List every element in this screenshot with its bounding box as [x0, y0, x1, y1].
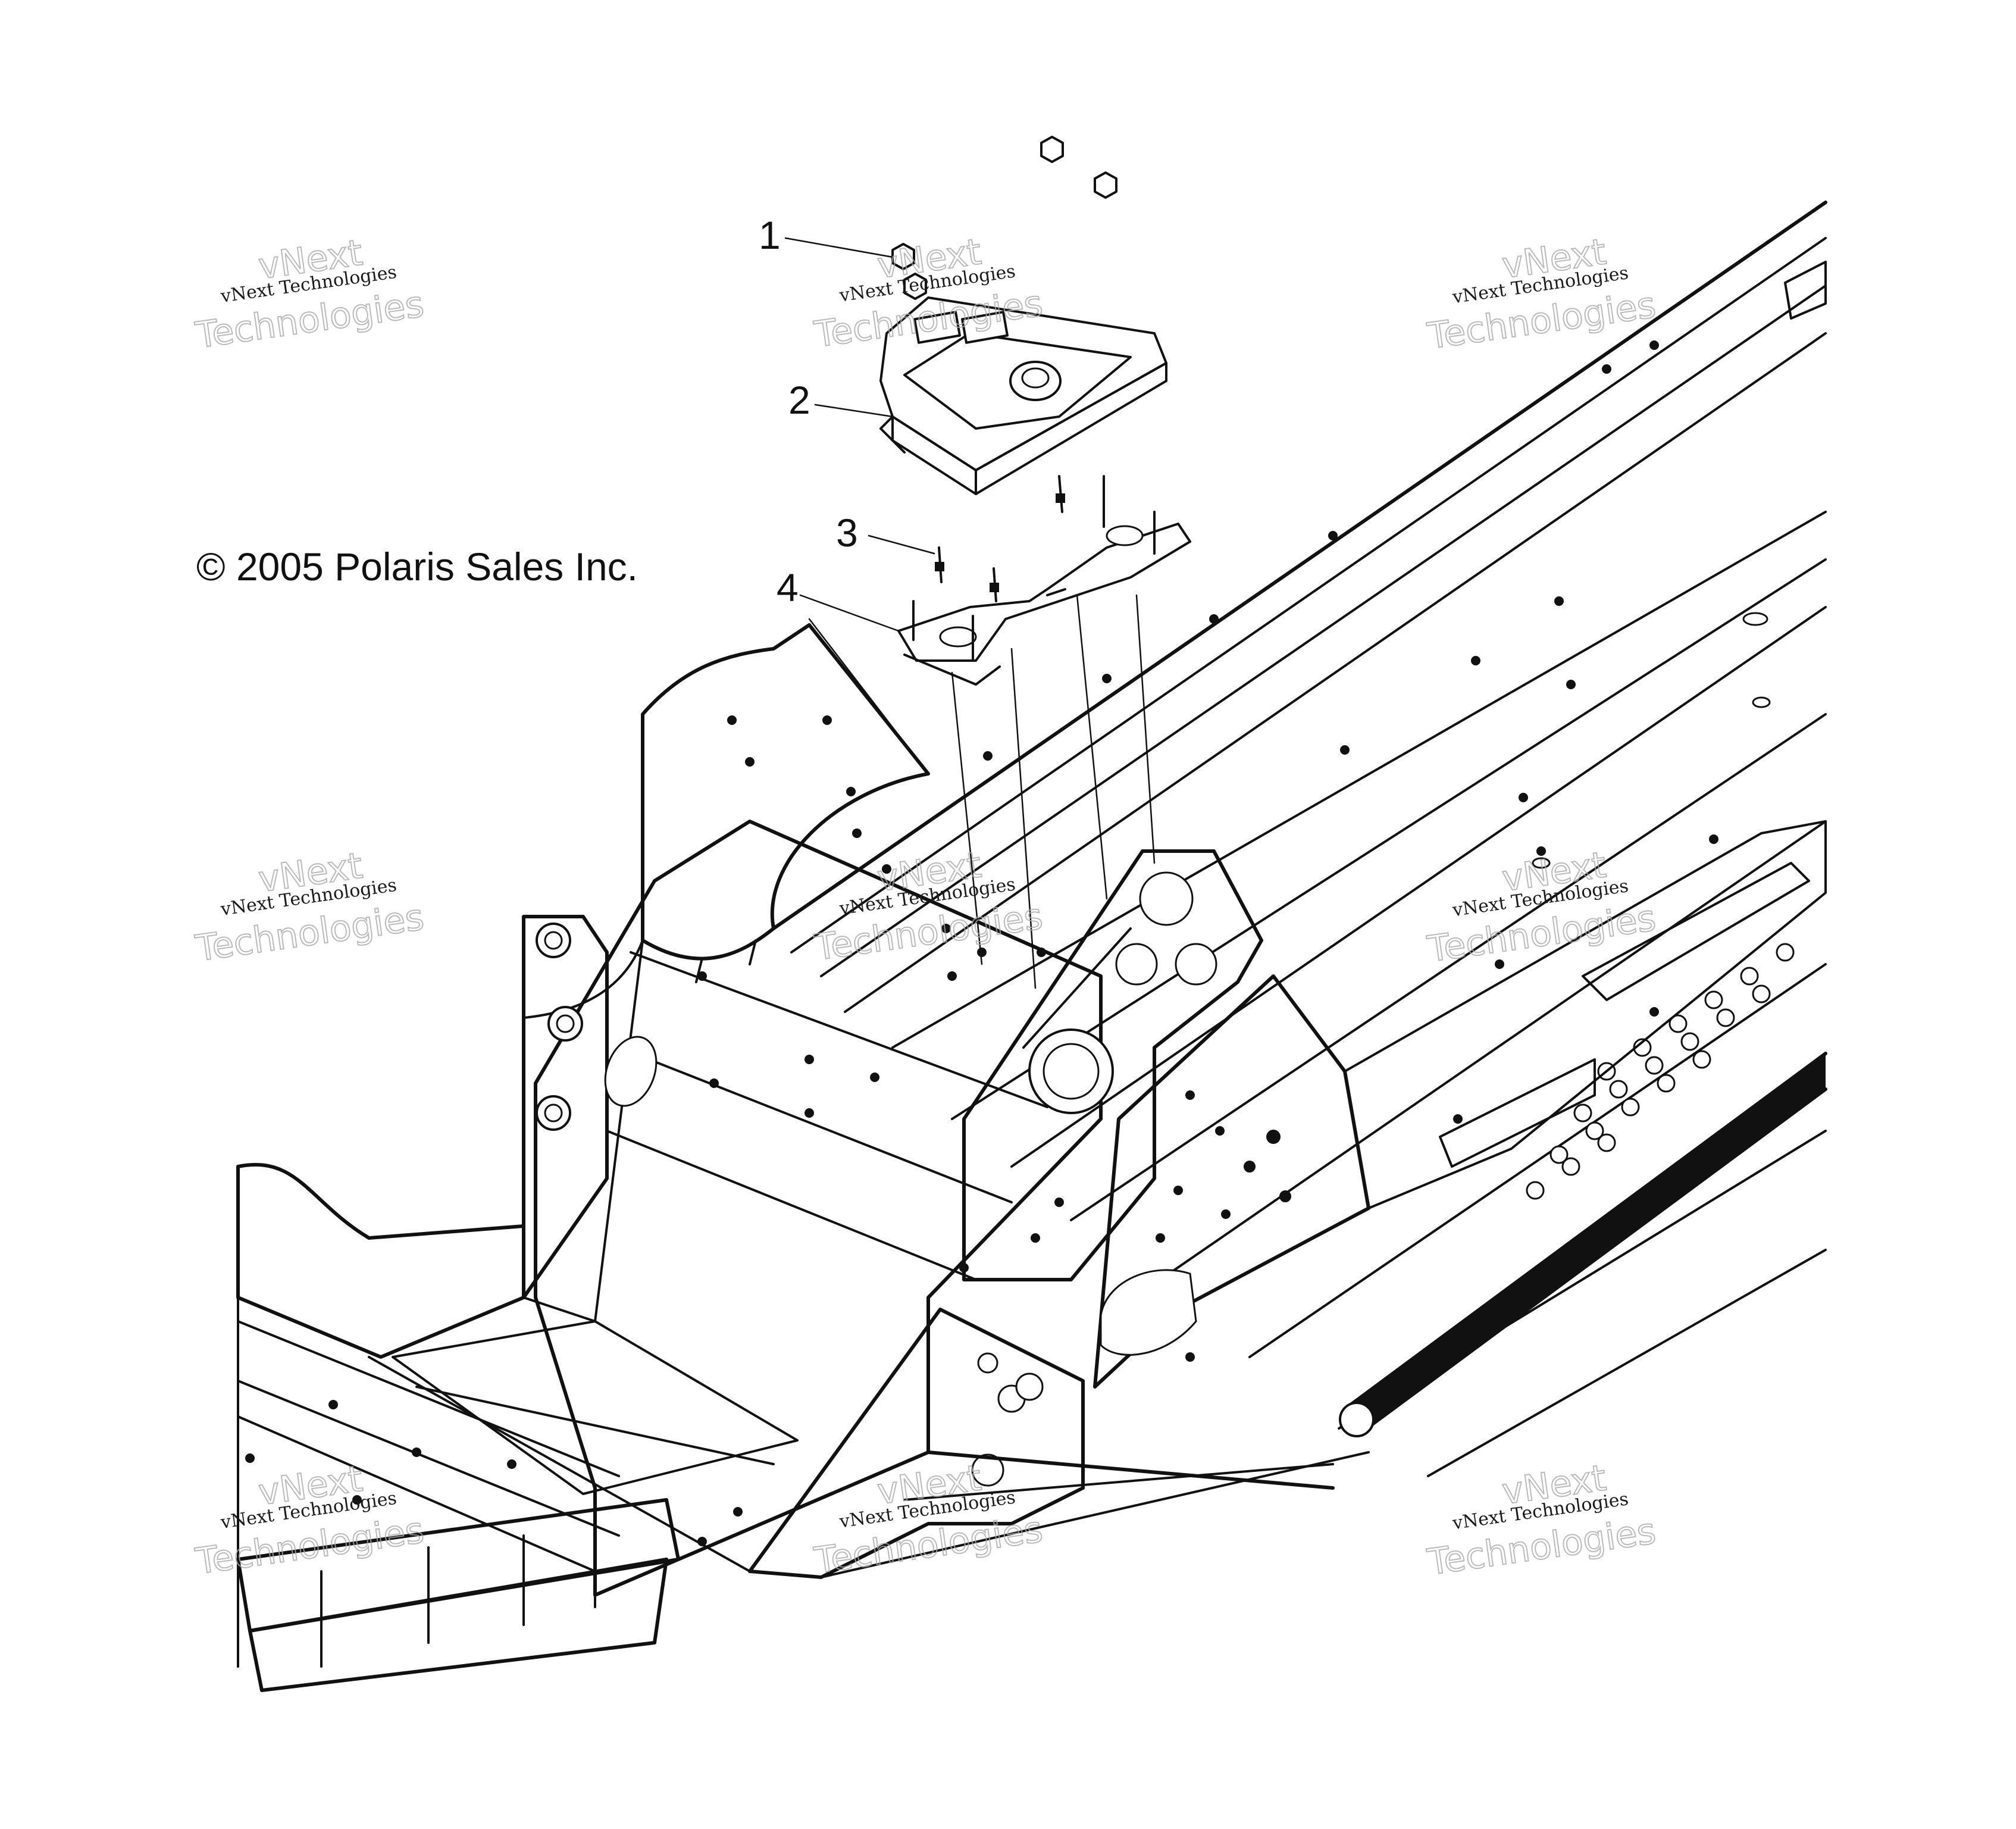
watermark-mid-right: vNext vNext Technologies Technologies: [1424, 843, 1658, 971]
callout-leaders: [784, 237, 935, 632]
control-module: [879, 296, 1167, 495]
rivet-holes: [245, 340, 1718, 1546]
watermark-bottom-right: vNext vNext Technologies Technologies: [1424, 1456, 1658, 1584]
screw-assembly: [935, 475, 1065, 602]
callout-number-4: 4: [777, 565, 799, 609]
watermark-bottom-left: vNext vNext Technologies Technologies: [192, 1458, 427, 1584]
watermark-bottom-center: vNext vNext Technologies Technologies: [811, 1456, 1045, 1583]
nut-assembly: [891, 136, 1117, 300]
callout-number-3: 3: [836, 511, 858, 555]
watermark-top-right: vNext vNext Technologies Technologies: [1424, 230, 1658, 358]
chassis-frame: [236, 201, 1827, 1692]
callout-number-1: 1: [759, 213, 781, 257]
alignment-lines: [808, 594, 1156, 989]
watermark-top-left: vNext vNext Technologies Technologies: [192, 232, 427, 358]
watermark-mid-center: vNext vNext Technologies Technologies: [811, 843, 1045, 970]
watermark-mid-left: vNext vNext Technologies Technologies: [192, 845, 427, 971]
copyright-notice: © 2005 Polaris Sales Inc.: [196, 545, 638, 589]
callout-number-2: 2: [788, 378, 810, 422]
running-board-holes: [1526, 943, 1795, 1200]
mounting-bracket: [897, 475, 1191, 686]
